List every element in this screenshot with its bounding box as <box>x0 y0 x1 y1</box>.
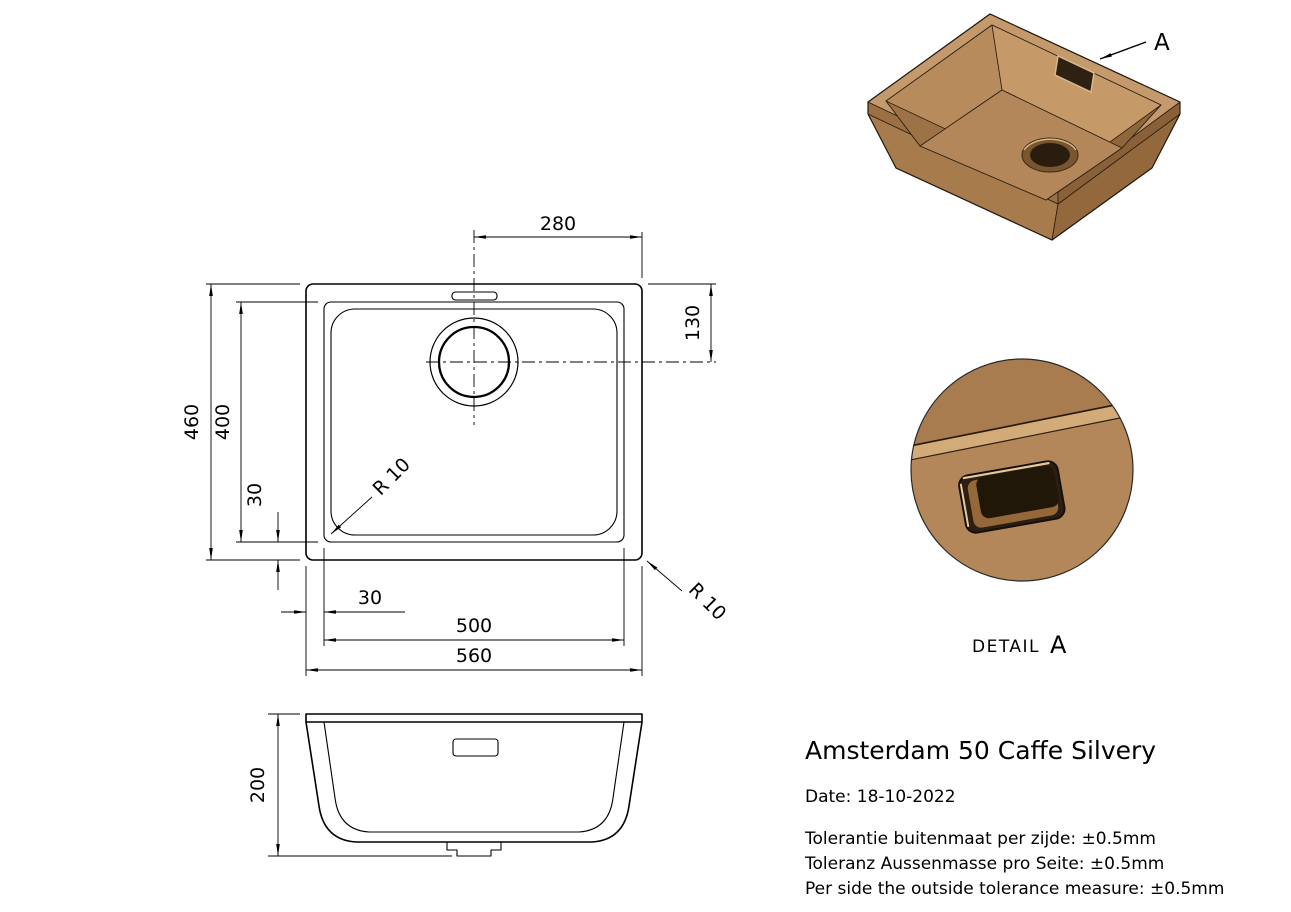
dimension-500: 500 <box>324 548 625 646</box>
dimension-560: 560 <box>305 566 643 676</box>
overflow-slot-3d <box>1054 54 1095 94</box>
detail-circle-border <box>910 358 1134 582</box>
dimension-200: 200 <box>247 713 452 857</box>
detail-content <box>911 359 1133 581</box>
radius-outer-text: R 10 <box>684 579 730 625</box>
slot-inner-dark <box>976 465 1059 519</box>
dimension-30-left: 30 <box>244 483 280 590</box>
detail-rim-edge-bottom <box>911 411 1133 467</box>
callout-arrow <box>1099 41 1147 60</box>
bowl-bottom-face <box>919 89 1123 201</box>
callout-a-text: A <box>1154 30 1170 56</box>
dim-460-text: 460 <box>181 404 203 440</box>
bowl-outline-section <box>323 721 625 833</box>
dim-280-text: 280 <box>540 213 576 235</box>
dimension-280: 280 <box>474 213 643 278</box>
dimension-30-bottom: 30 <box>281 548 405 646</box>
tolerance-line-en: Per side the outside tolerance measure: … <box>805 879 1225 899</box>
dimension-130: 130 <box>648 283 716 362</box>
top-view: 280 130 460 400 30 <box>181 213 730 676</box>
rim-flange-section <box>305 713 643 723</box>
dimension-460: 460 <box>181 283 300 561</box>
tolerance-line-de: Toleranz Aussenmasse pro Seite: ±0.5mm <box>805 854 1165 874</box>
section-view: 200 <box>247 713 643 857</box>
title-block: Amsterdam 50 Caffe Silvery Date: 18-10-2… <box>805 736 1265 902</box>
dim-500-text: 500 <box>456 615 492 637</box>
detail-rim-edge-top <box>911 397 1133 453</box>
detail-callout: A <box>1099 30 1170 60</box>
product-name: Amsterdam 50 Caffe Silvery <box>805 736 1157 765</box>
detail-overflow-slot <box>958 460 1066 534</box>
dimension-400: 400 <box>212 301 318 543</box>
radius-inner-text: R 10 <box>369 454 415 500</box>
slot-top-highlight <box>962 462 1050 480</box>
tolerance-line-nl: Tolerantie buitenmaat per zijde: ±0.5mm <box>805 829 1156 849</box>
dim-130-text: 130 <box>682 305 704 341</box>
detail-a-view: DETAIL A <box>910 358 1134 659</box>
dim-200-text: 200 <box>247 767 269 803</box>
detail-rim-strip <box>911 398 1133 466</box>
overflow-slot-section <box>452 738 499 757</box>
detail-label: DETAIL <box>972 637 1040 657</box>
dim-400-text: 400 <box>212 404 234 440</box>
isometric-view: A <box>867 13 1181 241</box>
radius-callout-inner: R 10 <box>330 454 415 535</box>
body-outline-section <box>305 721 643 843</box>
dim-30-bottom-text: 30 <box>358 587 382 609</box>
tolerance-lines: Tolerantie buitenmaat per zijde: ±0.5mm … <box>805 827 1265 902</box>
overflow-slot-top <box>451 291 498 301</box>
dim-560-text: 560 <box>456 645 492 667</box>
detail-ref: A <box>1050 631 1067 659</box>
drain-hole-3d <box>1030 143 1070 167</box>
iso-silhouette <box>867 13 1181 241</box>
date-line: Date: 18-10-2022 <box>805 787 956 807</box>
drain-boss-section <box>446 842 502 857</box>
dim-30-left-text: 30 <box>244 483 266 507</box>
slot-left-highlight <box>959 483 970 528</box>
drain-highlight <box>1023 138 1077 151</box>
radius-callout-outer: R 10 <box>646 560 730 625</box>
